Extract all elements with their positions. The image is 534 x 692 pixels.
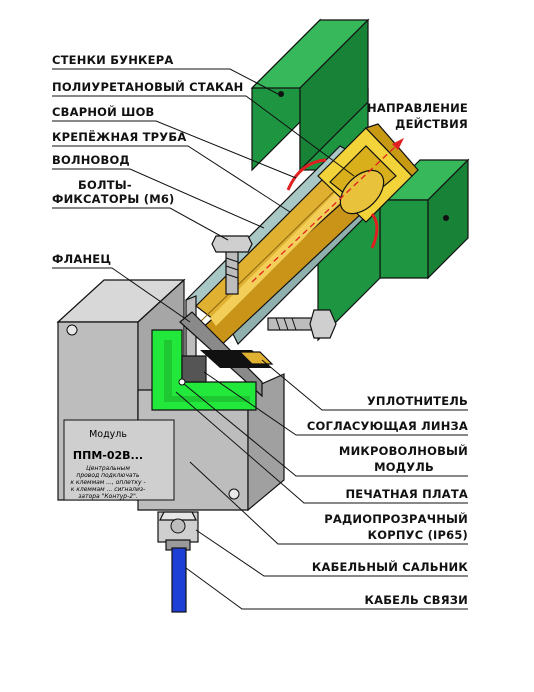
label-direction-text-2: ДЕЙСТВИЯ [395,116,468,131]
label-gland: КАБЕЛЬНЫЙ САЛЬНИК [195,529,469,577]
label-flange: ФЛАНЕЦ [52,252,191,323]
label-pcb: ПЕЧАТНАЯ ПЛАТА [175,391,468,504]
label-mount-tube: КРЕПЁЖНАЯ ТРУБА [52,129,291,213]
nameplate-note-4: к клеммам ... сигнализ- [71,486,146,493]
nameplate: Модуль ППМ-02В... Центральным провод под… [63,419,175,501]
label-cable: КАБЕЛЬ СВЯЗИ [185,567,469,610]
label-weld-text: СВАРНОЙ ШОВ [52,104,155,119]
microwave-module [178,355,207,386]
label-waveguide: ВОЛНОВОД [52,153,265,229]
bunker-wall-lower [317,158,470,342]
label-housing: РАДИОПРОЗРАЧНЫЙ КОРПУС (IP65) [189,461,468,545]
label-lens: СОГЛАСУЮЩАЯ ЛИНЗА [203,371,468,436]
bunker-wall-upper [250,18,370,172]
weld-seam [286,158,379,249]
label-direction-text-1: НАПРАВЛЕНИЕ [367,101,468,115]
nameplate-note-1: Центральным [86,465,130,472]
label-mount-tube-text: КРЕПЁЖНАЯ ТРУБА [52,129,186,144]
communication-cable [171,547,187,613]
seal [200,350,274,368]
nameplate-note-2: провод подключать [76,472,140,479]
label-bunker-walls: СТЕНКИ БУНКЕРА [52,53,279,95]
nameplate-title: Модуль [89,429,127,440]
nameplate-note-5: затора "Контур-2". [78,493,138,500]
label-weld: СВАРНОЙ ШОВ [52,104,297,179]
direction-arrow [251,138,404,283]
label-gland-text: КАБЕЛЬНЫЙ САЛЬНИК [312,559,469,574]
label-direction: НАПРАВЛЕНИЕ ДЕЙСТВИЯ [367,101,468,131]
label-housing-text-2: КОРПУС (IP65) [368,528,468,542]
label-waveguide-text: ВОЛНОВОД [52,153,130,167]
label-flange-text: ФЛАНЕЦ [52,252,111,266]
label-pu-cup-text: ПОЛИУРЕТАНОВЫЙ СТАКАН [52,79,244,94]
label-seal-text: УПЛОТНИТЕЛЬ [367,394,468,408]
label-bunker-walls-text: СТЕНКИ БУНКЕРА [52,53,173,67]
label-mw-text-2: МОДУЛЬ [374,460,434,474]
nameplate-model: ППМ-02В... [73,449,143,462]
label-housing-text-1: РАДИОПРОЗРАЧНЫЙ [324,511,468,526]
fixing-bolt-lower [267,309,337,339]
label-microwave-module: МИКРОВОЛНОВЫЙ МОДУЛЬ [183,383,468,477]
label-pu-cup: ПОЛИУРЕТАНОВЫЙ СТАКАН [52,79,355,177]
label-bolts-text-2: ФИКСАТОРЫ (М6) [52,192,175,206]
label-cable-text: КАБЕЛЬ СВЯЗИ [365,593,469,607]
nameplate-note-3: к клеммам ..., оплетку - [70,479,145,486]
label-seal: УПЛОТНИТЕЛЬ [261,359,468,411]
fixing-bolt-upper [211,235,253,295]
label-mw-text-1: МИКРОВОЛНОВЫЙ [339,443,468,458]
cable-gland [157,511,199,551]
label-pcb-text: ПЕЧАТНАЯ ПЛАТА [345,487,468,501]
waveguide [195,155,381,353]
label-bolts: БОЛТЫ- ФИКСАТОРЫ (М6) [52,178,229,241]
label-lens-text: СОГЛАСУЮЩАЯ ЛИНЗА [307,419,468,433]
label-bolts-text-1: БОЛТЫ- [78,178,132,192]
